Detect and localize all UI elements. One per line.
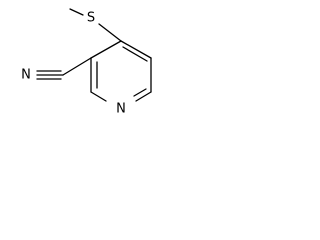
ring-nitrogen-atom-label: N <box>116 102 126 117</box>
structure-diagram: S N N <box>21 8 152 117</box>
ring-double-bond-c4-c5-inner <box>122 46 148 62</box>
ring-bond-c3-c4 <box>90 40 122 59</box>
ring-nitrile-bond <box>62 57 92 76</box>
nitrile-nitrogen-atom-label: N <box>21 68 31 83</box>
ring-double-bond-c6-n1-inner <box>133 88 147 97</box>
ring-bond-c4-c5 <box>120 40 152 59</box>
sulfur-atom-label: S <box>87 11 95 26</box>
methyl-sulfur-bond <box>69 8 84 16</box>
ring-bond-c6-n1 <box>135 91 152 102</box>
sulfur-ring-bond <box>98 23 122 42</box>
ring-bond-n1-c2 <box>90 91 107 102</box>
